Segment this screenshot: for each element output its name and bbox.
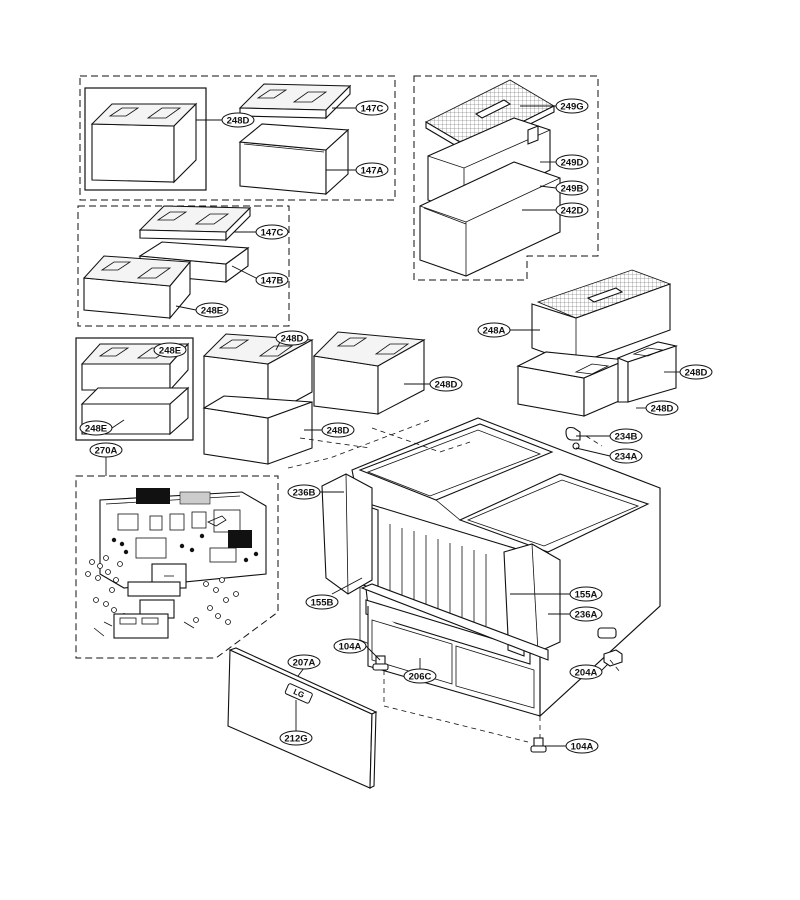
label-234B: 234B (609, 428, 643, 444)
label-155A: 155A (569, 586, 603, 602)
svg-text:248E: 248E (201, 306, 223, 317)
label-207A: 207A (287, 654, 321, 670)
part-labels: 147C 248D 147A 249G 249D 249B 242D 147C … (79, 98, 713, 754)
label-249B: 249B (555, 180, 589, 196)
svg-text:248D: 248D (281, 334, 304, 345)
svg-text:234B: 234B (615, 432, 638, 443)
svg-text:206C: 206C (409, 672, 432, 683)
svg-text:147C: 147C (261, 228, 284, 239)
svg-text:104A: 104A (339, 642, 362, 653)
control-panel-frame[interactable] (99, 488, 267, 589)
svg-text:207A: 207A (293, 658, 316, 669)
group-top-right-bins (413, 75, 599, 281)
label-234A: 234A (609, 448, 643, 464)
label-147A: 147A (355, 162, 389, 178)
foot-104A-right[interactable] (530, 737, 547, 753)
control-panel-buttons[interactable] (85, 555, 239, 639)
label-248E-a: 248E (153, 342, 187, 358)
svg-text:248E: 248E (85, 424, 107, 435)
label-242D: 242D (555, 202, 589, 218)
group-middle-left-bins (77, 205, 290, 327)
svg-text:248D: 248D (685, 368, 708, 379)
svg-text:248D: 248D (435, 380, 458, 391)
side-cover-236A[interactable] (503, 543, 561, 653)
label-104A-a: 104A (333, 638, 367, 654)
svg-text:147A: 147A (361, 166, 384, 177)
label-249G: 249G (555, 98, 589, 114)
svg-text:212G: 212G (284, 734, 307, 745)
clip-234B[interactable] (565, 426, 581, 441)
bin-248E-mid[interactable] (82, 255, 192, 320)
side-cover-236B[interactable] (321, 473, 373, 595)
bin-248D-c[interactable] (312, 331, 426, 415)
svg-text:155A: 155A (575, 590, 598, 601)
bin-248D-d[interactable] (516, 351, 627, 417)
svg-text:248D: 248D (651, 404, 674, 415)
label-155B: 155B (305, 594, 339, 610)
svg-text:155B: 155B (311, 598, 334, 609)
bracket-204A[interactable] (603, 649, 623, 667)
control-panel-270A (75, 475, 279, 659)
svg-text:147B: 147B (261, 276, 284, 287)
label-249D: 249D (555, 154, 589, 170)
label-147C-top: 147C (355, 100, 389, 116)
label-236B: 236B (287, 484, 321, 500)
lid-147C-top[interactable] (238, 83, 352, 120)
label-236A: 236A (569, 606, 603, 622)
group-top-left-bins (79, 75, 396, 201)
logo-text: LG (292, 687, 306, 700)
label-248D-a: 248D (275, 330, 309, 346)
label-204A: 204A (569, 664, 603, 680)
svg-text:248A: 248A (483, 326, 506, 337)
svg-text:249D: 249D (561, 158, 584, 169)
label-212G: 212G (279, 730, 313, 746)
bin-248D-e[interactable] (616, 341, 679, 403)
group-248E-pair (75, 337, 194, 441)
lg-logo-212G: LG (284, 683, 313, 704)
svg-text:248E: 248E (159, 346, 181, 357)
svg-text:236B: 236B (293, 488, 316, 499)
label-248D-c: 248D (321, 422, 355, 438)
crossbar-206C[interactable] (360, 583, 549, 661)
bin-248E-lower[interactable] (80, 386, 190, 436)
label-206C: 206C (403, 668, 437, 684)
label-248D-e: 248D (645, 400, 679, 416)
lid-147C-mid[interactable] (138, 205, 252, 242)
svg-text:147C: 147C (361, 104, 384, 115)
label-270A: 270A (89, 442, 123, 458)
svg-text:104A: 104A (571, 742, 594, 753)
label-248E-b: 248E (79, 420, 113, 436)
label-248D-d: 248D (679, 364, 713, 380)
label-248D-top: 248D (221, 112, 255, 128)
bin-242D[interactable] (419, 161, 561, 277)
foot-104A-left[interactable] (372, 655, 389, 671)
bin-147A[interactable] (238, 123, 350, 196)
front-panel-207A[interactable] (227, 647, 378, 789)
svg-text:249B: 249B (561, 184, 584, 195)
svg-text:242D: 242D (561, 206, 584, 217)
drawer-front-frame (355, 499, 541, 717)
label-147B: 147B (255, 272, 289, 288)
svg-text:270A: 270A (95, 446, 118, 457)
inner-box-248D (84, 87, 207, 191)
bin-248D-top[interactable] (90, 102, 198, 184)
bin-248A[interactable] (531, 269, 672, 365)
svg-text:234A: 234A (615, 452, 638, 463)
clip-234A[interactable] (572, 442, 580, 450)
label-147C-mid: 147C (255, 224, 289, 240)
bin-248D-b[interactable] (202, 395, 313, 465)
label-104A-b: 104A (565, 738, 599, 754)
label-248D-b: 248D (429, 376, 463, 392)
svg-text:248D: 248D (327, 426, 350, 437)
assembly-guides (287, 419, 621, 743)
svg-text:204A: 204A (575, 668, 598, 679)
svg-text:236A: 236A (575, 610, 598, 621)
svg-text:248D: 248D (227, 116, 250, 127)
svg-text:249G: 249G (560, 102, 583, 113)
label-248A: 248A (477, 322, 511, 338)
label-248E-mid: 248E (195, 302, 229, 318)
